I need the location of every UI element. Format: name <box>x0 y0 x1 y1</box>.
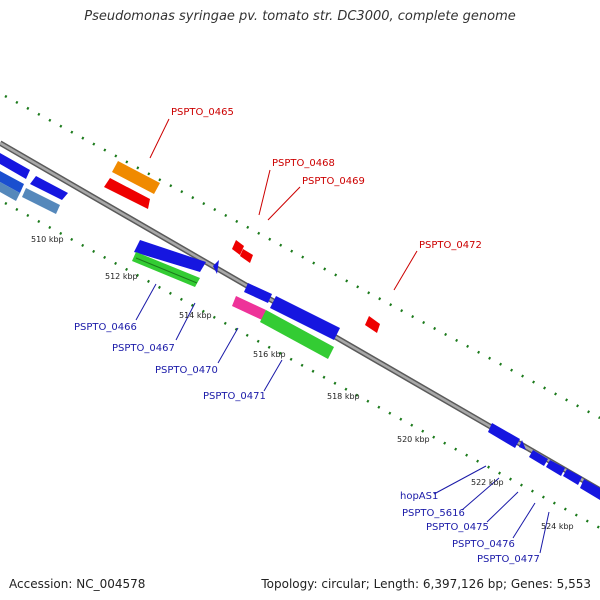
genome-summary-text: Topology: circular; Length: 6,397,126 bp… <box>261 577 591 591</box>
label-pspto-0468: PSPTO_0468 <box>272 158 335 169</box>
label-pspto-0467: PSPTO_0467 <box>112 343 175 354</box>
gene-pspto-0475[interactable] <box>529 450 548 466</box>
map-title: Pseudomonas syringae pv. tomato str. DC3… <box>84 9 516 24</box>
reverse-leader-lines <box>135 283 550 554</box>
scale-label-510: 510 kbp <box>31 235 64 244</box>
reverse-gene-labels: PSPTO_0466 PSPTO_0467 PSPTO_0470 PSPTO_0… <box>74 322 540 565</box>
gene-blue-right-edge[interactable] <box>580 479 600 500</box>
gene-steel-left[interactable] <box>0 182 20 201</box>
label-pspto-0465: PSPTO_0465 <box>171 107 234 118</box>
label-pspto-0476: PSPTO_0476 <box>452 539 515 550</box>
gene-pspto-0466[interactable] <box>134 240 206 272</box>
scale-label-520: 520 kbp <box>397 435 430 444</box>
gene-arrow-blue[interactable] <box>0 153 30 179</box>
scale-label-518: 518 kbp <box>327 392 360 401</box>
label-pspto-5616: PSPTO_5616 <box>402 508 465 519</box>
gene-blue-left-2[interactable] <box>30 176 68 200</box>
accession-text: Accession: NC_004578 <box>9 577 146 591</box>
label-pspto-0470: PSPTO_0470 <box>155 365 218 376</box>
gene-blue-0470a[interactable] <box>244 283 272 303</box>
scale-label-524: 524 kbp <box>541 522 574 531</box>
gene-pspto-0471[interactable] <box>260 310 334 359</box>
scale-label-522: 522 kbp <box>471 478 504 487</box>
gene-pspto-0476[interactable] <box>546 460 565 476</box>
scale-label-512: 512 kbp <box>105 272 138 281</box>
gene-blue-0470b[interactable] <box>270 296 340 340</box>
gene-pspto-0467[interactable] <box>132 252 200 287</box>
gene-pspto-0465[interactable] <box>112 161 160 194</box>
label-pspto-0472: PSPTO_0472 <box>419 240 482 251</box>
gene-red-arrow[interactable] <box>104 178 150 209</box>
reverse-strand-genes <box>0 171 600 500</box>
outer-dotted-track <box>4 94 600 420</box>
label-pspto-0477: PSPTO_0477 <box>477 554 540 565</box>
label-pspto-0469: PSPTO_0469 <box>302 176 365 187</box>
gene-pspto-0469[interactable] <box>240 249 253 263</box>
scale-label-514: 514 kbp <box>179 311 212 320</box>
gene-pspto-0477[interactable] <box>563 469 582 485</box>
forward-leader-lines <box>149 118 418 291</box>
gene-small-blue[interactable] <box>213 260 219 274</box>
forward-strand-genes <box>0 153 380 333</box>
gene-pspto-5616[interactable] <box>519 440 526 450</box>
gene-pspto-0472[interactable] <box>365 316 380 333</box>
gene-hopas1[interactable] <box>488 423 520 448</box>
inner-dotted-track <box>4 201 600 530</box>
label-hopas1: hopAS1 <box>400 491 438 502</box>
gene-pspto-0468[interactable] <box>232 240 244 255</box>
label-pspto-0466: PSPTO_0466 <box>74 322 137 333</box>
scale-labels: 510 kbp 512 kbp 514 kbp 516 kbp 518 kbp … <box>31 235 574 531</box>
label-pspto-0471: PSPTO_0471 <box>203 391 266 402</box>
gene-pspto-0470[interactable] <box>232 296 266 320</box>
label-pspto-0475: PSPTO_0475 <box>426 522 489 533</box>
scale-label-516: 516 kbp <box>253 350 286 359</box>
gene-steel-left-2[interactable] <box>22 188 60 214</box>
gene-blue-left[interactable] <box>0 171 24 193</box>
forward-gene-labels: PSPTO_0465 PSPTO_0468 PSPTO_0469 PSPTO_0… <box>171 107 482 251</box>
